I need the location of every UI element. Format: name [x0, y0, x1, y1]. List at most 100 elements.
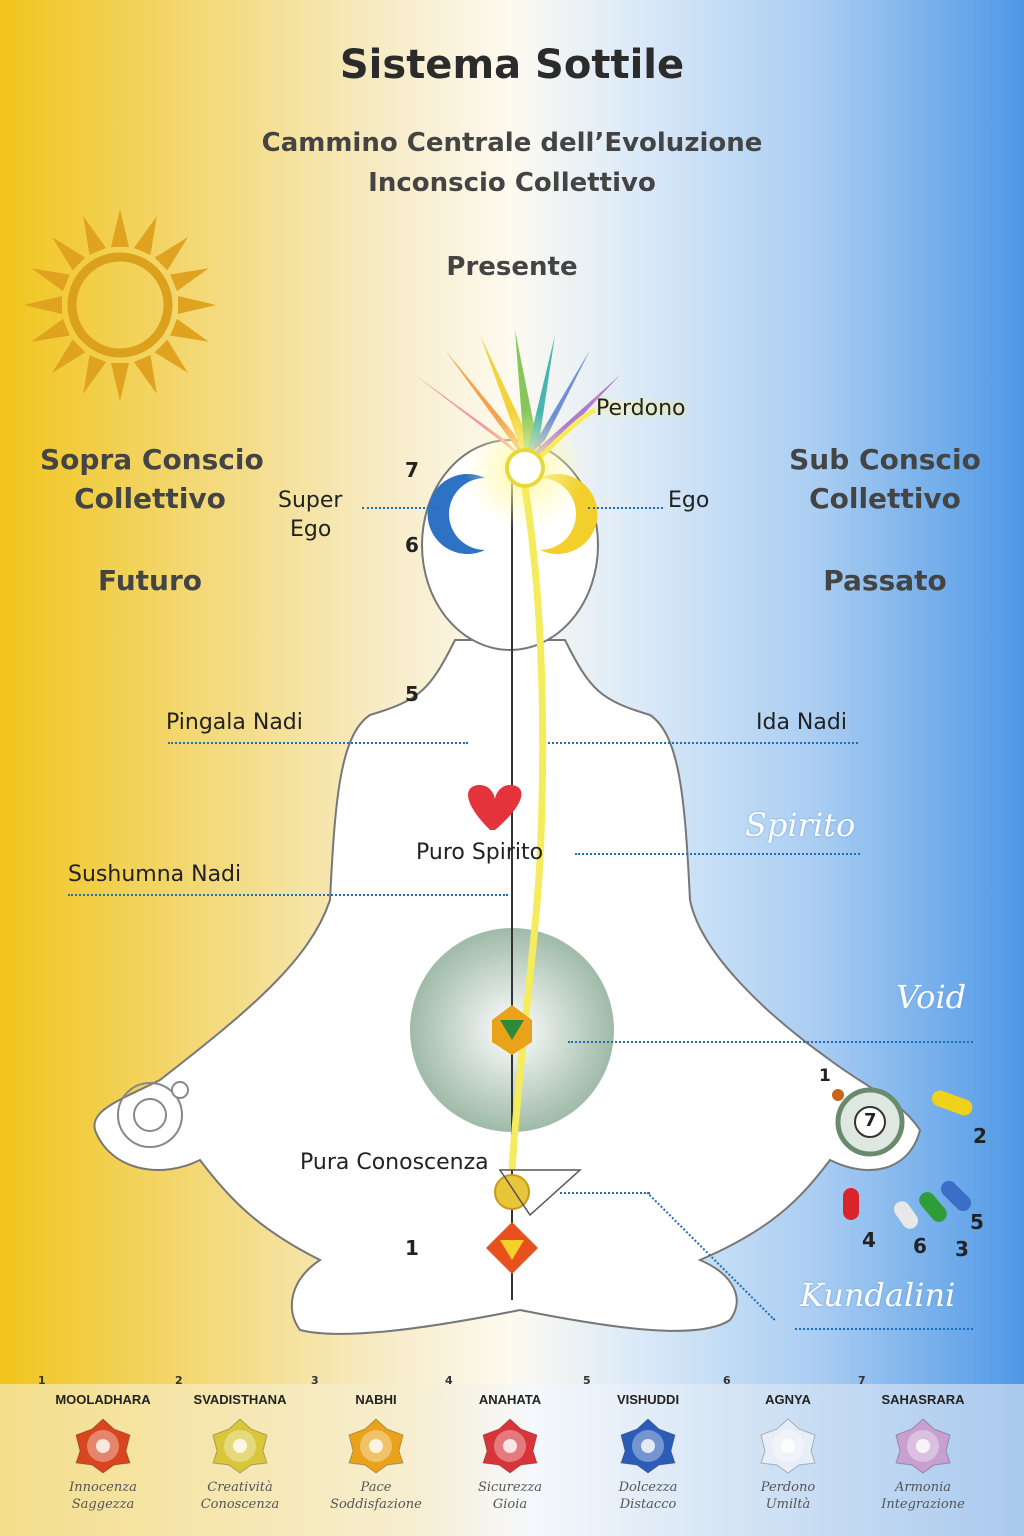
label-sushumna-nadi: Sushumna Nadi [68, 862, 242, 887]
label-super-ego-2: Ego [290, 517, 332, 542]
chakra-number: 3 [311, 1374, 319, 1387]
chakra-quality: Pace [360, 1480, 392, 1495]
chakra-quality: Umiltà [765, 1497, 811, 1512]
chakra-number: 6 [723, 1374, 731, 1387]
chakra-quality: Sicurezza [477, 1480, 543, 1495]
body-number-1: 1 [405, 1236, 419, 1260]
chakra-number: 7 [858, 1374, 866, 1387]
chakra-svadisthana: 2 SVADISTHANA Creatività Conoscenza [167, 1374, 313, 1513]
subtitle-collective-unconscious: Inconscio Collettivo [368, 168, 656, 198]
chakra-number: 2 [175, 1374, 183, 1387]
left-hand-circle [117, 1082, 183, 1148]
label-perdono: Perdono [596, 396, 686, 421]
chakra-quality: Creatività [207, 1480, 273, 1495]
chakra-quality: Dolcezza [618, 1480, 678, 1495]
hand-number-4: 4 [862, 1228, 876, 1252]
label-presente: Presente [446, 252, 578, 282]
chakra-quality: Integrazione [881, 1497, 965, 1512]
sun-ray [170, 318, 209, 342]
label-kundalini: Kundalini [800, 1276, 956, 1314]
sun-ray [31, 268, 70, 292]
sahasrara-icon [894, 1417, 952, 1475]
body-number-6: 6 [405, 533, 419, 557]
sun-ray [52, 237, 86, 271]
label-supraconscious-1: Sopra Conscio [40, 443, 264, 476]
hand-number-5: 5 [970, 1210, 984, 1234]
chakra-agnya: 6 AGNYA Perdono Umiltà [715, 1374, 861, 1513]
chakra-anahata: 4 ANAHATA Sicurezza Gioia [437, 1374, 583, 1513]
label-super-ego-1: Super [278, 488, 343, 513]
agnya-icon [759, 1417, 817, 1475]
chakra-quality: Soddisfazione [330, 1497, 422, 1512]
label-passato: Passato [823, 564, 947, 597]
body-number-5: 5 [405, 682, 419, 706]
mooladhara-icon [74, 1417, 132, 1475]
anahata-icon [481, 1417, 539, 1475]
chakra-number: 1 [38, 1374, 46, 1387]
chakra-name: VISHUDDI [616, 1392, 680, 1407]
sun-ray [83, 355, 107, 394]
hand-number-6: 6 [913, 1234, 927, 1258]
chakra-number: 5 [583, 1374, 591, 1387]
chakra-name: SAHASRARA [881, 1392, 965, 1407]
title: Sistema Sottile [339, 42, 685, 88]
chakra-name: AGNYA [765, 1392, 811, 1407]
label-subconscious-2: Collettivo [809, 482, 961, 515]
label-pura-conoscenza: Pura Conoscenza [300, 1150, 489, 1175]
chakra-quality: Armonia [894, 1480, 952, 1495]
label-subconscious-1: Sub Conscio [789, 443, 981, 476]
chakra-vishuddi: 5 VISHUDDI Dolcezza Distacco [575, 1374, 721, 1513]
ego-crescent [540, 474, 598, 554]
sun-icon [24, 209, 216, 401]
sun-ray [133, 216, 157, 255]
label-futuro: Futuro [97, 564, 203, 597]
chakra-sahasrara: 7 SAHASRARA Armonia Integrazione [850, 1374, 996, 1513]
sun-ray [133, 355, 157, 394]
right-hand-finger-colors [832, 1087, 973, 1229]
sun-ray [154, 339, 188, 373]
hand-number-3: 3 [955, 1237, 969, 1261]
chakra-legend: 1 MOOLADHARA Innocenza Saggezza 2 SVADIS… [0, 1374, 1024, 1536]
sun-ray [178, 296, 216, 314]
sun-ray [31, 318, 70, 342]
sun-ray [154, 237, 188, 271]
sahasrara-point [505, 448, 545, 488]
vishuddi-icon [619, 1417, 677, 1475]
chakra-name: MOOLADHARA [55, 1392, 151, 1407]
meditating-figure-illustration [24, 209, 973, 1335]
sun-ray [111, 209, 129, 247]
chakra-name: ANAHATA [478, 1392, 542, 1407]
label-supraconscious-2: Collettivo [74, 482, 226, 515]
heart-icon [468, 785, 522, 830]
svadisthana-chakra-icon [494, 1174, 530, 1210]
chakra-quality: Distacco [619, 1497, 677, 1512]
hand-number-1: 1 [819, 1066, 831, 1086]
hand-number-7: 7 [864, 1110, 877, 1131]
label-pingala-nadi: Pingala Nadi [166, 710, 303, 735]
sun-ray [83, 216, 107, 255]
chakra-mooladhara: 1 MOOLADHARA Innocenza Saggezza [30, 1374, 176, 1513]
chakra-quality: Innocenza [69, 1480, 137, 1495]
chakra-quality: Perdono [760, 1480, 816, 1495]
label-ego: Ego [668, 488, 710, 513]
label-spirito: Spirito [745, 806, 856, 844]
body-number-7: 7 [405, 458, 419, 482]
label-void: Void [896, 978, 967, 1016]
chakra-quality: Gioia [492, 1497, 528, 1512]
label-ida-nadi: Ida Nadi [756, 710, 847, 735]
chakra-quality: Conoscenza [200, 1497, 280, 1512]
sun-ray [24, 296, 62, 314]
sun-ray [170, 268, 209, 292]
nabhi-icon [347, 1417, 405, 1475]
label-puro-spirito: Puro Spirito [416, 840, 544, 865]
svadisthana-icon [211, 1417, 269, 1475]
sun-ray [52, 339, 86, 373]
super-ego-crescent [427, 474, 485, 554]
kundalini-channel [508, 469, 547, 1171]
chakra-nabhi: 3 NABHI Pace Soddisfazione [303, 1374, 449, 1513]
hand-number-2: 2 [973, 1124, 987, 1148]
chakra-number: 4 [445, 1374, 453, 1387]
chakra-quality: Saggezza [71, 1497, 135, 1512]
chakra-name: SVADISTHANA [193, 1392, 287, 1407]
